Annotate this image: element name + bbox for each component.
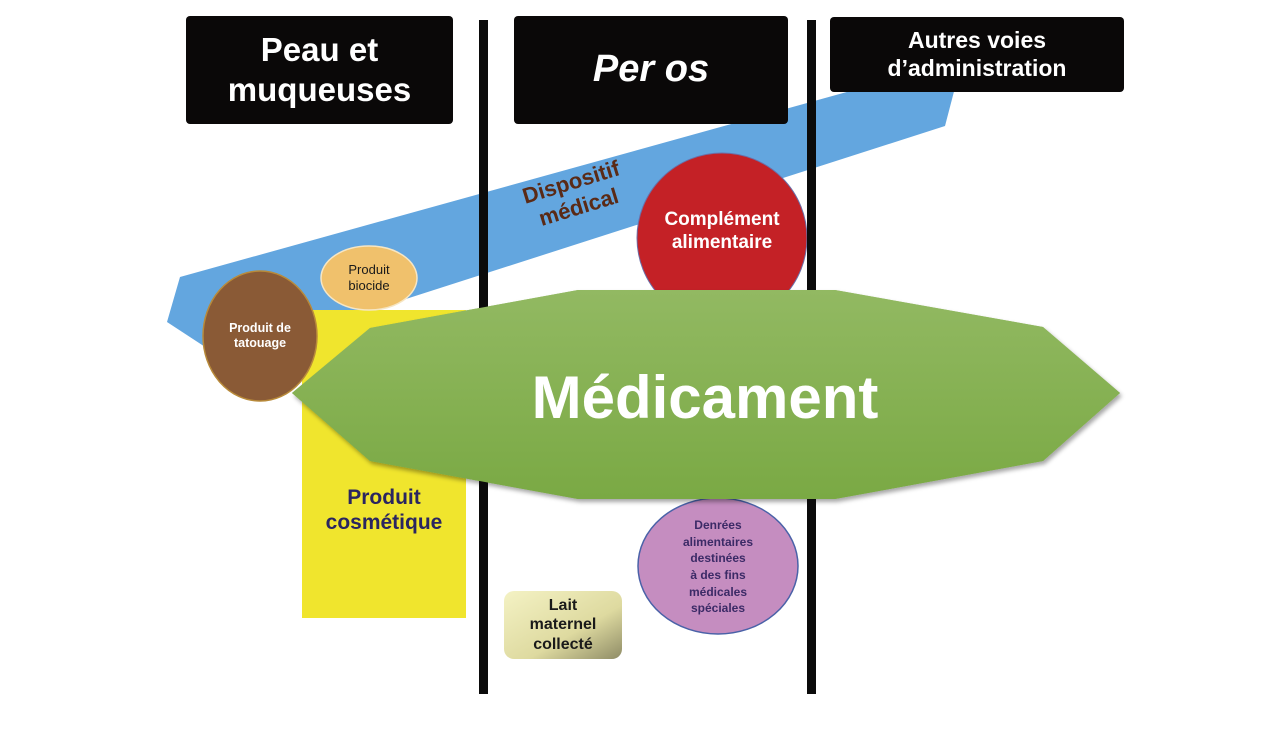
produit-biocide-ellipse [320, 245, 418, 311]
produit-tatouage-ellipse [202, 270, 318, 402]
produit-tatouage-label: Produit de tatouage [229, 321, 291, 350]
column-header-label: Per os [592, 48, 710, 91]
column-header-autres-voies: Autres voies d’administration [830, 17, 1124, 92]
column-header-per-os: Per os [514, 16, 788, 124]
lait-maternel-label: Lait maternel collecté [529, 597, 597, 653]
column-header-label: Peau et muqueuses [227, 31, 412, 108]
medicament-label: Médicament [531, 364, 879, 431]
lait-maternel-box [504, 591, 622, 659]
column-header-label: Autres voies d’administration [887, 26, 1067, 81]
complement-alimentaire-label: Complément alimentaire [664, 209, 780, 253]
produit-biocide-label: Produit biocide [348, 262, 390, 293]
column-header-peau-muqueuses: Peau et muqueuses [186, 16, 453, 124]
produit-cosmetique-label: Produit cosmétique [325, 485, 443, 534]
denrees-label: Denrées alimentaires destinées à des fin… [682, 518, 754, 616]
